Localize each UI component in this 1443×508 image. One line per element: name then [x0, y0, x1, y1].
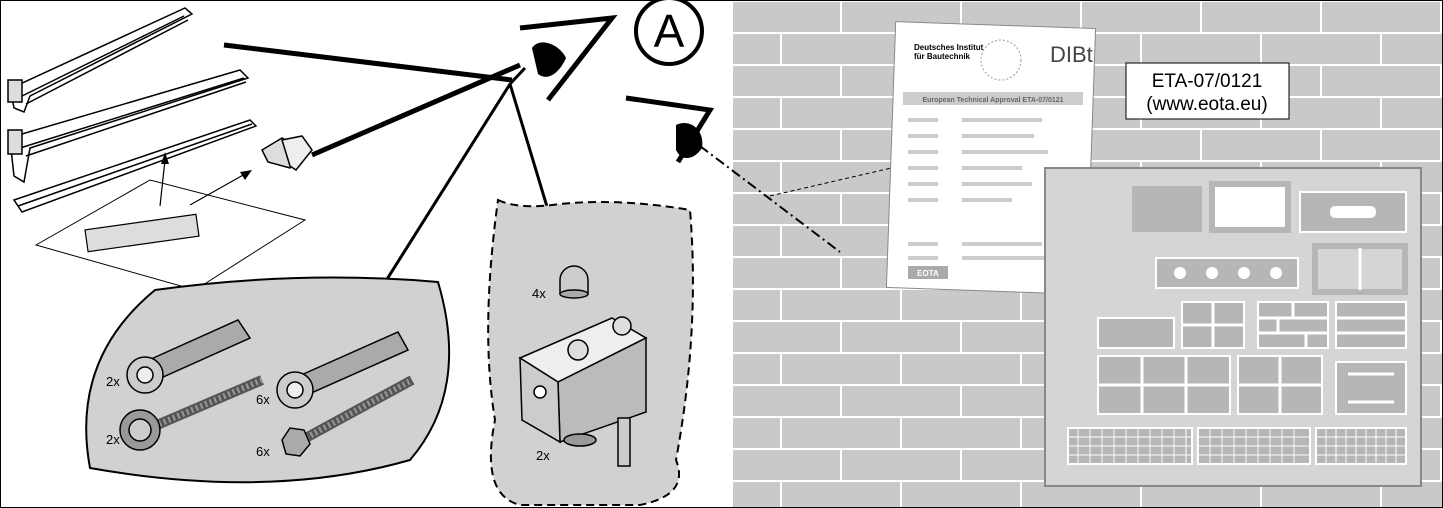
callout-letter: A — [654, 5, 685, 57]
qty-screw-hex: 6x — [256, 444, 270, 459]
qty-plug-long: 6x — [256, 392, 270, 407]
cert-heading: European Technical Approval ETA-07/0121 — [922, 97, 1063, 104]
qty-cap: 4x — [532, 286, 546, 301]
qty-plug-short: 2x — [106, 374, 120, 389]
masonry-types-panel — [1045, 168, 1421, 486]
callout-a: A — [636, 0, 702, 64]
eye-icon — [520, 18, 612, 100]
eta-label: ETA-07/0121 (www.eota.eu) — [1126, 63, 1289, 119]
template-sheet — [36, 152, 305, 290]
qty-screw-washer: 2x — [106, 432, 120, 447]
bracket-kit: 4x 2x — [488, 200, 693, 505]
cert-logo: DIBt — [1050, 42, 1093, 67]
clip-part — [262, 136, 312, 170]
qty-bracket: 2x — [536, 448, 550, 463]
cert-institute-line1: Deutsches Institut — [914, 43, 984, 52]
eta-code: ETA-07/0121 — [1152, 71, 1263, 92]
anchor-kit-bag: 2x 2x 6x 6x — [86, 278, 449, 483]
mounting-rails — [8, 8, 256, 212]
cert-institute-line2: für Bautechnik — [914, 52, 971, 61]
eta-site: (www.eota.eu) — [1146, 94, 1267, 115]
cert-footer-logo: EOTA — [917, 269, 939, 278]
cap-part — [560, 266, 588, 298]
